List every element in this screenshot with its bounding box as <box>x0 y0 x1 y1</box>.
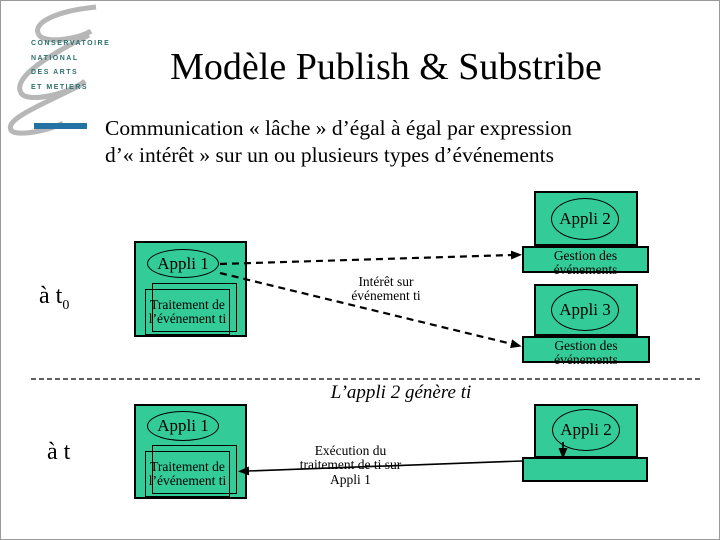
app1-doc-back-t <box>152 445 237 494</box>
app2-label-t0: Appli 2 <box>559 209 611 228</box>
app1-ellipse-t0: Appli 1 <box>147 249 219 278</box>
app1-doc-front-t0: Traitement de l’événement ti <box>145 289 230 335</box>
app1-label-t: Appli 1 <box>157 416 209 435</box>
interest-label: Intérêt sur événement ti <box>351 274 421 304</box>
app3-event-service: Gestion des événements <box>522 336 650 366</box>
logo-bar <box>34 123 87 129</box>
slide-subtitle: Communication « lâche » d’égal à égal pa… <box>105 116 572 168</box>
treatment-label-t0: Traitement de l’événement ti <box>148 296 227 326</box>
app2-event-service: Gestion des événements <box>522 246 649 276</box>
time-label-t: à t <box>47 439 71 465</box>
cnam-script-icon <box>7 4 97 136</box>
app2-ellipse-t0: Appli 2 <box>551 198 619 240</box>
time-label-t0-subscript: 0 <box>62 297 70 313</box>
divider-label: L’appli 2 génère ti <box>330 382 472 403</box>
time-label-t0: à t0 <box>39 283 70 313</box>
app2-event-service-t <box>522 457 648 482</box>
app3-label: Appli 3 <box>559 300 611 319</box>
execution-label: Exécution du traitement de ti sur Appli … <box>299 443 402 487</box>
slide-title: Modèle Publish & Substribe <box>170 46 602 88</box>
app2-ellipse-t: Appli 2 <box>552 409 620 451</box>
app1-doc-front-t: Traitement de l’événement ti <box>145 451 230 497</box>
app3-ellipse: Appli 3 <box>551 289 619 331</box>
interest-arrow-to-app2 <box>219 250 522 266</box>
logo-institution-text: CONSERVATOIRE NATIONAL DES ARTS ET METIE… <box>31 40 111 91</box>
app2-label-t: Appli 2 <box>560 420 612 439</box>
treatment-label-t: Traitement de l’événement ti <box>148 458 227 488</box>
app1-label-t0: Appli 1 <box>157 253 209 273</box>
cnam-logo: CONSERVATOIRE NATIONAL DES ARTS ET METIE… <box>1 1 131 141</box>
app1-ellipse-t: Appli 1 <box>147 411 219 441</box>
